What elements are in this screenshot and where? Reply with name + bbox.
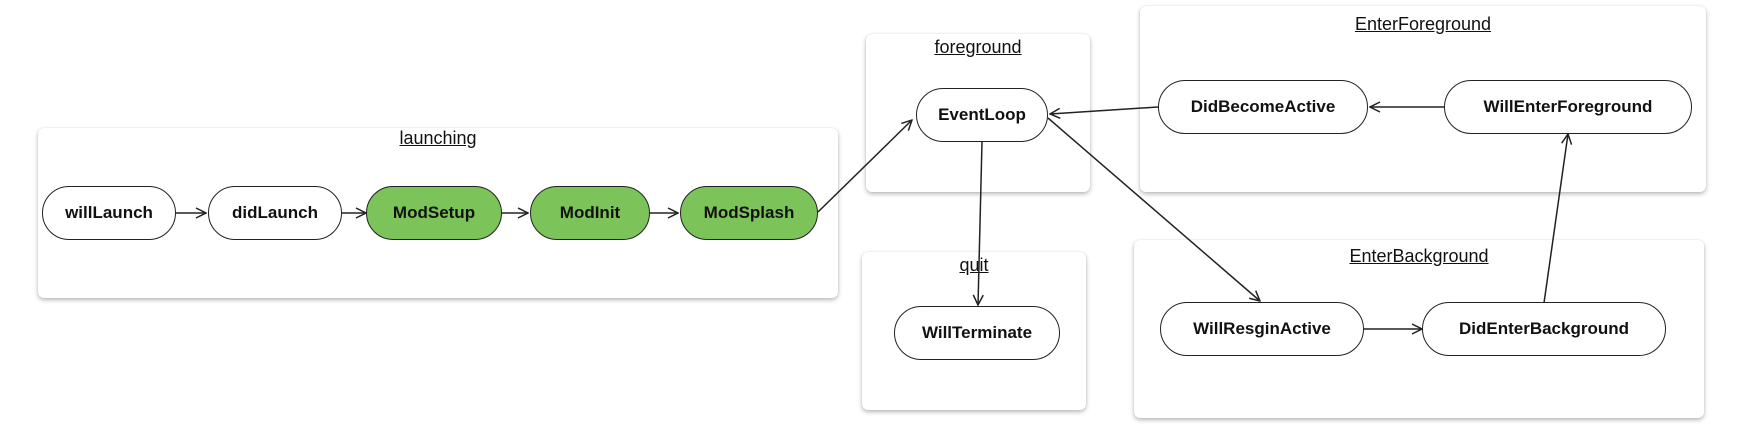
node-mod-init: ModInit — [530, 186, 650, 240]
node-did-launch: didLaunch — [208, 186, 342, 240]
edge-eventloop-willterminate — [978, 141, 982, 305]
group-title-quit: quit — [959, 255, 989, 275]
node-will-terminate: WillTerminate — [894, 306, 1060, 360]
edge-eventloop-willresignactive — [1047, 117, 1260, 301]
group-title-enter-foreground: EnterForeground — [1354, 14, 1492, 34]
node-did-enter-background: DidEnterBackground — [1422, 302, 1666, 356]
edge-didbecomeactive-eventloop — [1050, 106, 1159, 114]
node-will-launch: willLaunch — [42, 186, 176, 240]
group-title-launching: launching — [399, 128, 477, 148]
node-mod-setup: ModSetup — [366, 186, 502, 240]
group-title-enter-background: EnterBackground — [1349, 246, 1489, 266]
node-did-become-active: DidBecomeActive — [1158, 80, 1368, 134]
node-will-enter-foreground: WillEnterForeground — [1444, 80, 1692, 134]
group-title-foreground: foreground — [934, 37, 1022, 57]
node-mod-splash: ModSplash — [680, 186, 818, 240]
node-will-resign-active: WillResginActive — [1160, 302, 1364, 356]
edge-didenterbackground-willenterforeground — [1543, 134, 1568, 304]
node-event-loop: EventLoop — [916, 88, 1048, 142]
edge-modsplash-eventloop — [817, 120, 912, 213]
